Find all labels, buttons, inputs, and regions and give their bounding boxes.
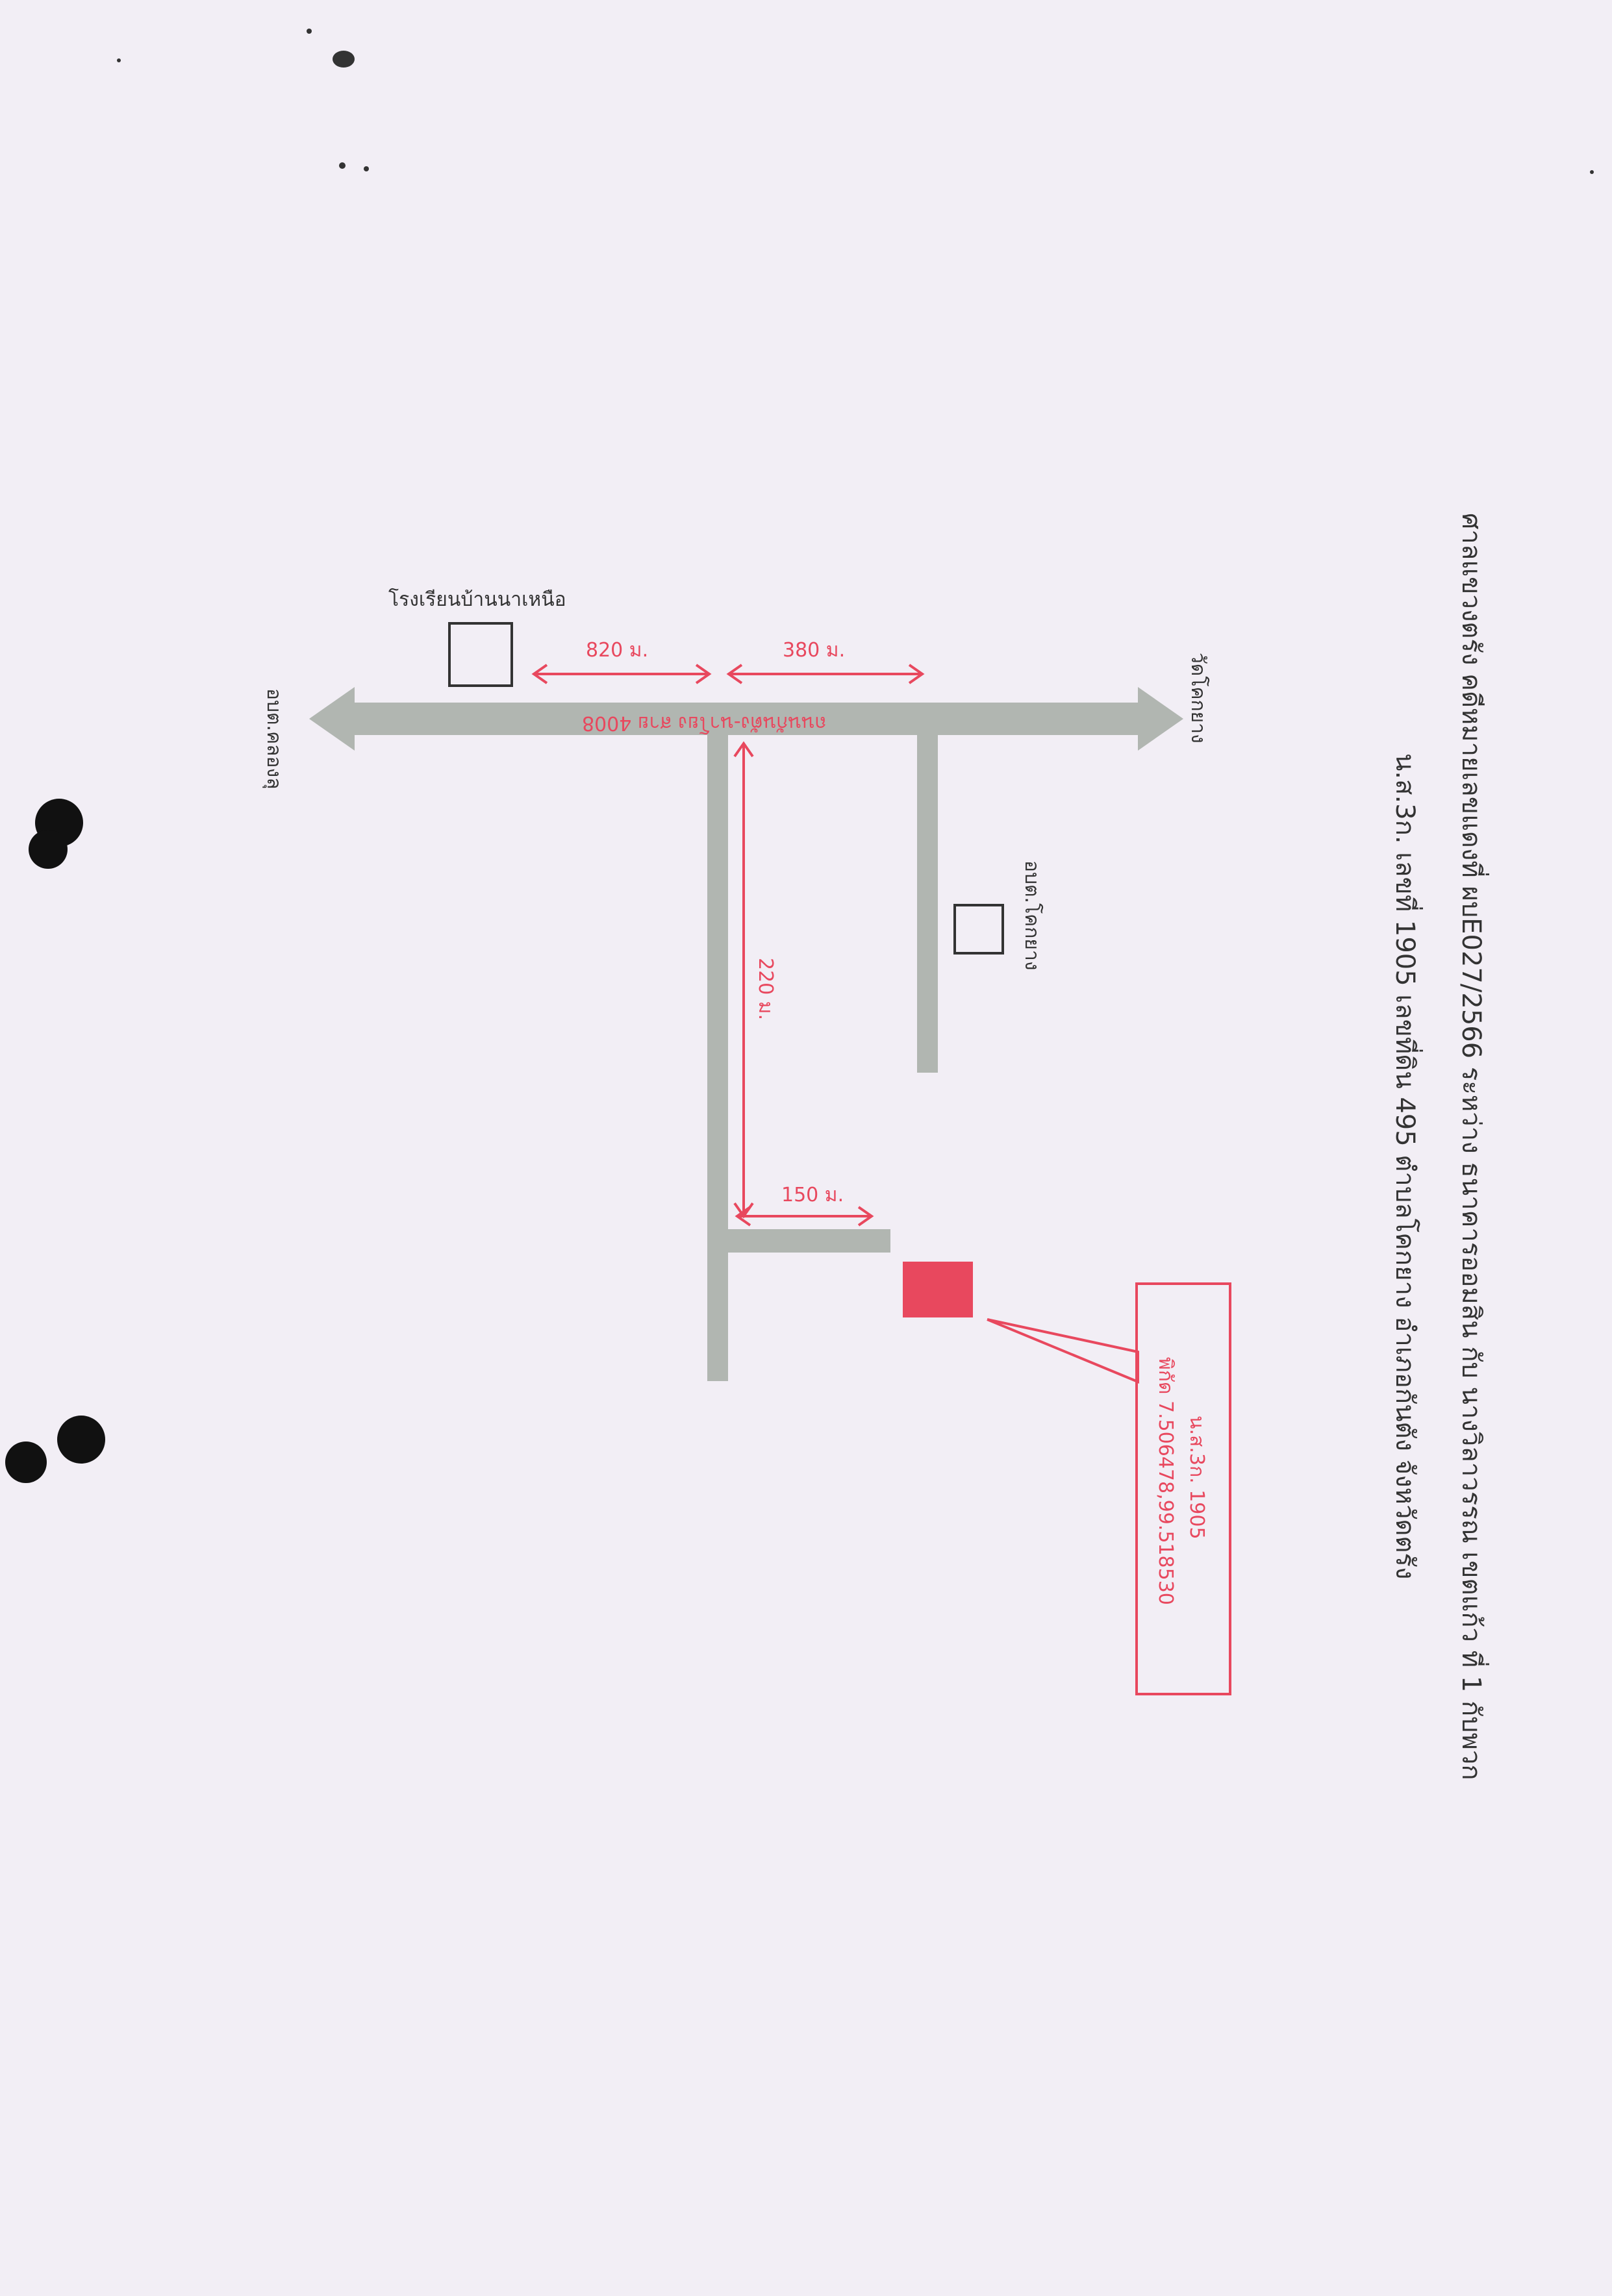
scan-speck: [333, 51, 355, 68]
tambon-office-marker: [953, 904, 1004, 955]
west-end-label: อบต.คลองลุ: [262, 688, 285, 790]
main-road-west-arrowhead: [309, 687, 355, 751]
tambon-office-label: อบต.โคกยาง: [1020, 860, 1043, 971]
branch-road-long: [707, 735, 728, 1381]
branch-road-short: [917, 735, 938, 1073]
distance-380-label: 380 ม.: [783, 639, 846, 662]
east-end-label: วัดโคกยาง: [1187, 653, 1209, 743]
target-parcel-marker: [903, 1262, 973, 1317]
school-label: โรงเรียนบ้านนาเหนือ: [388, 588, 566, 611]
callout-coordinates: พิกัด 7.506478,99.518530: [1154, 1357, 1177, 1605]
distance-820-label: 820 ม.: [586, 639, 649, 662]
punch-hole-bottom-2: [5, 1441, 47, 1483]
main-road: [348, 703, 1140, 735]
callout-title: น.ส.3ก. 1905: [1185, 1416, 1208, 1540]
spur-road: [728, 1229, 890, 1253]
callout-box: [1135, 1282, 1231, 1695]
scan-speck: [364, 166, 369, 171]
scan-speck: [339, 162, 346, 169]
scan-speck: [1590, 170, 1594, 174]
distance-150-label: 150 ม.: [781, 1184, 844, 1206]
punch-hole-bottom: [57, 1416, 105, 1464]
school-marker: [448, 622, 513, 687]
scan-speck: [117, 58, 121, 62]
main-road-label: ถนนกันตัง-นาโยง สาย 4008: [582, 712, 827, 734]
callout-pointer: [987, 1318, 1139, 1384]
distance-220-label: 220 ม.: [754, 958, 777, 1021]
main-road-east-arrowhead: [1138, 687, 1183, 751]
scan-speck: [307, 29, 312, 34]
punch-hole-top-2: [29, 830, 68, 869]
